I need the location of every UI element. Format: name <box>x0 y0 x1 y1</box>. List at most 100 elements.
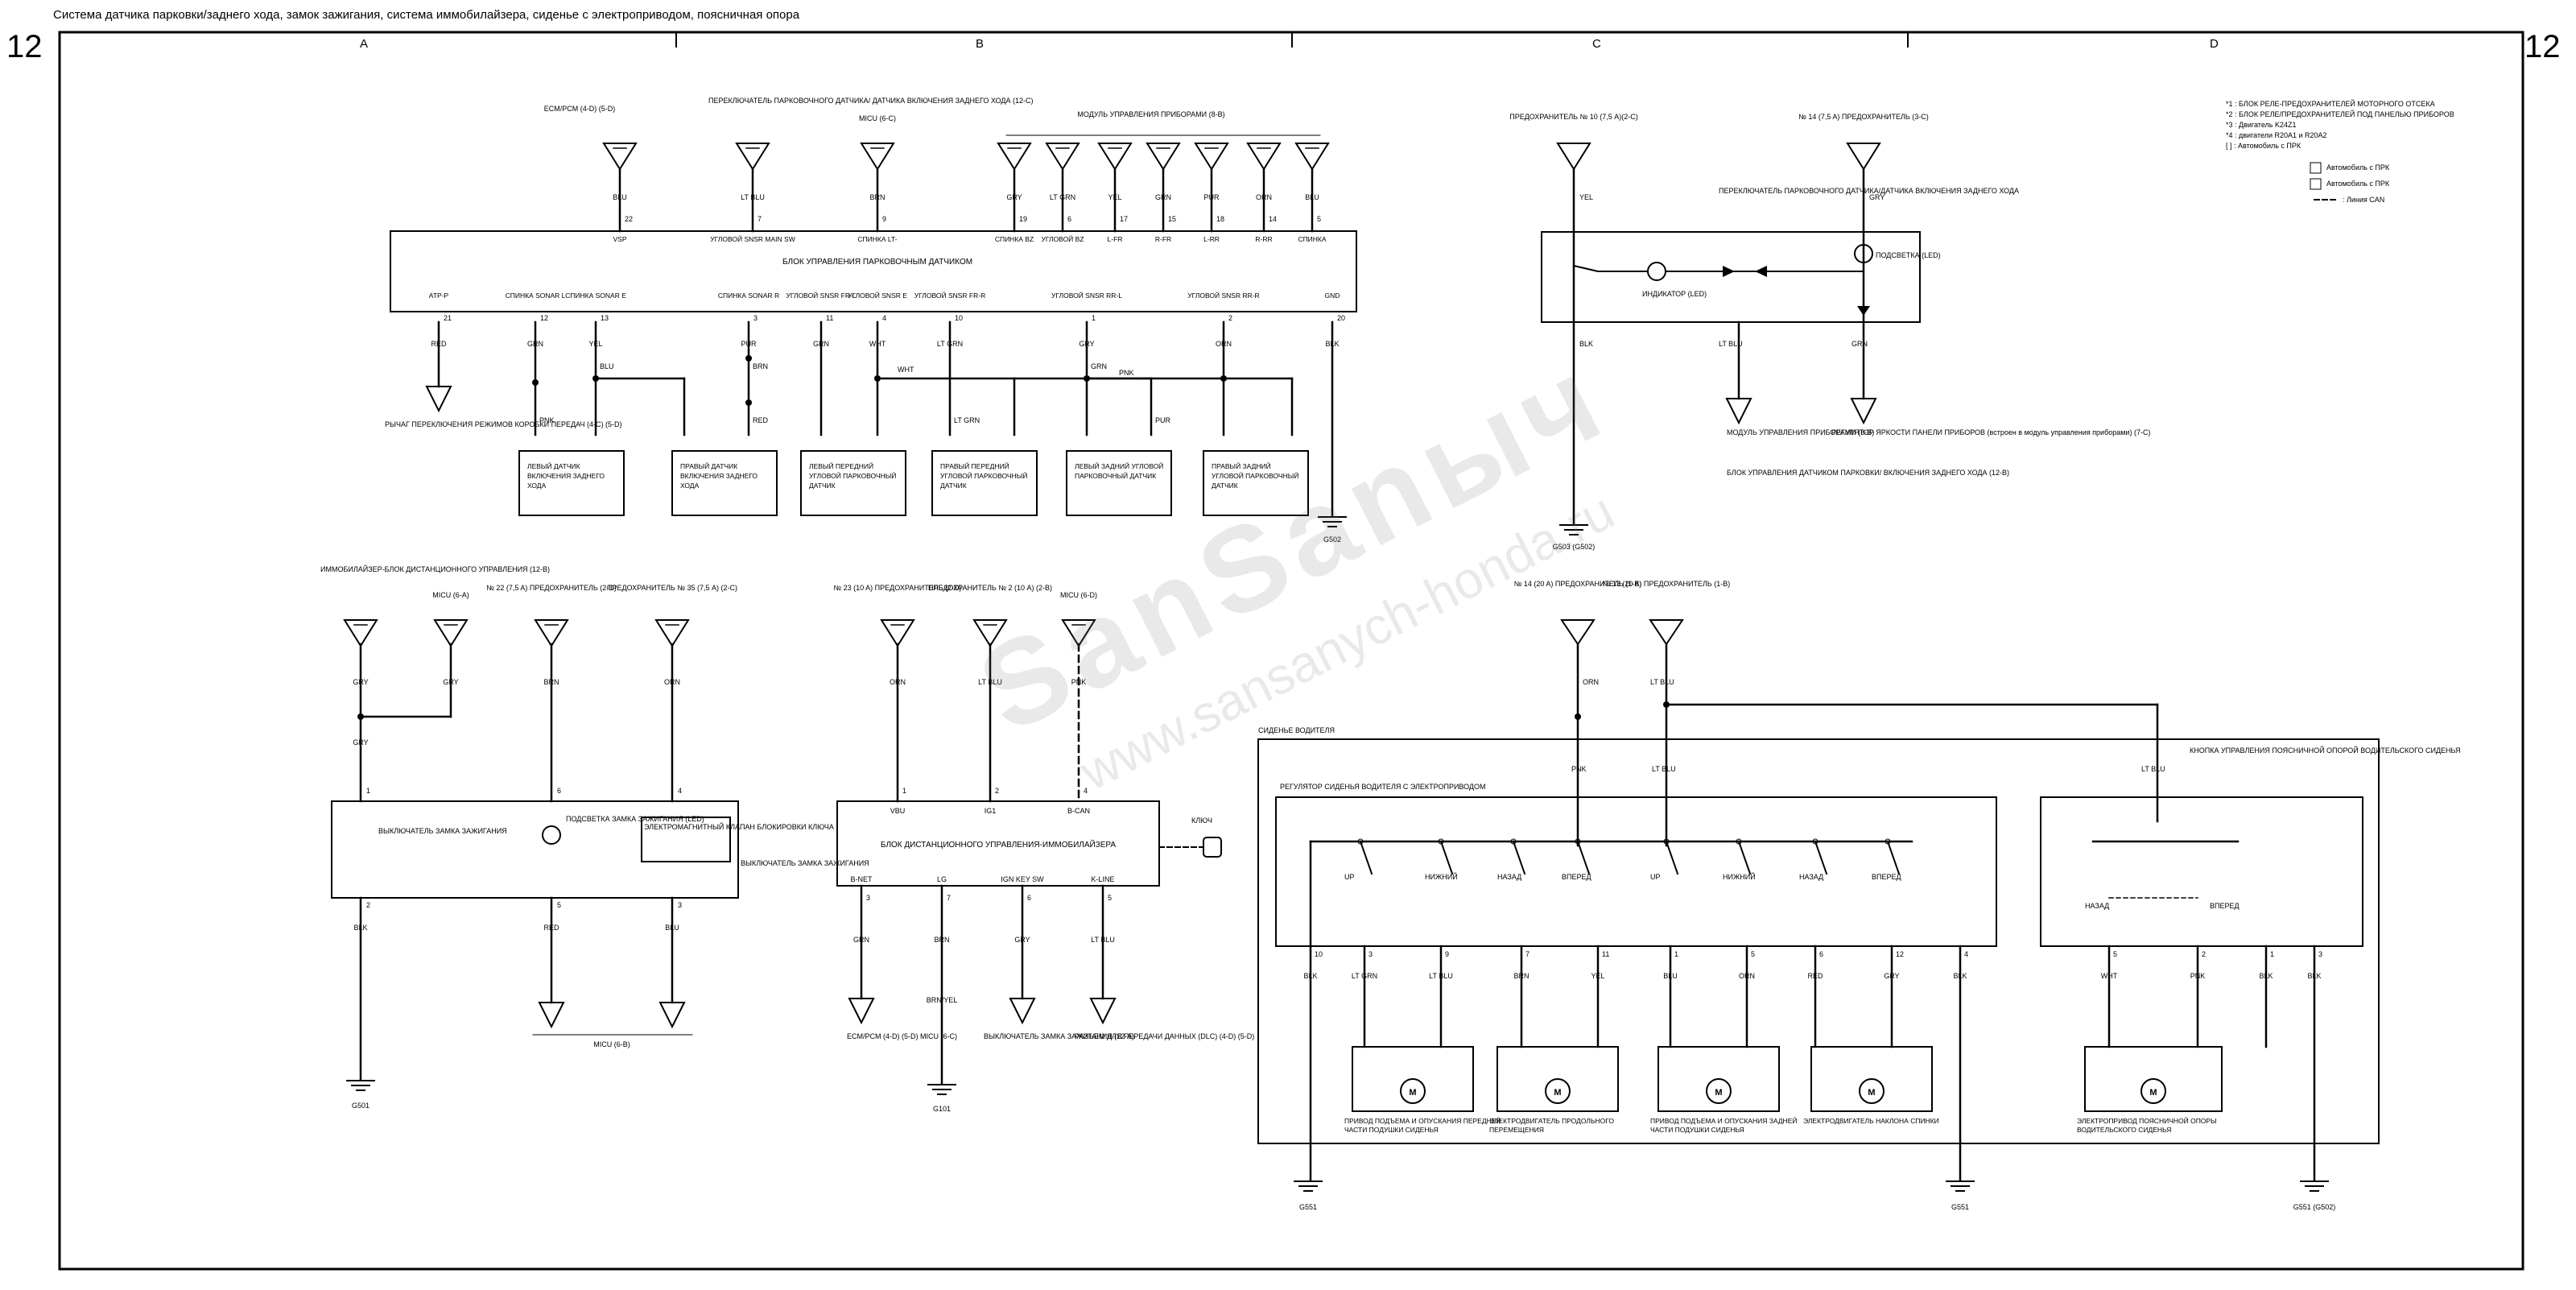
shifter-label: РЫЧАГ ПЕРЕКЛЮЧЕНИЯ РЕЖИМОВ КОРОБКИ ПЕРЕД… <box>385 420 621 428</box>
imm-src-fuse23: № 23 (10 A) ПРЕДОХРАНИТЕЛЬ (2-D) <box>833 584 961 592</box>
motor-icon-0 <box>1400 1078 1426 1104</box>
top-pin-7: 18 <box>1216 215 1224 223</box>
seat-wire-color-2: LT BLU <box>1429 972 1453 980</box>
sensor-label-0-2: ХОДА <box>527 482 547 490</box>
zone-dividers <box>675 31 1909 48</box>
lumbar-pin-1: 2 <box>2202 950 2206 958</box>
ign-pin-4: 5 <box>557 901 561 909</box>
top-connector-7 <box>1194 143 1229 171</box>
seat-wire-pin-4: 11 <box>1602 950 1609 958</box>
imm-top-term-0: VBU <box>890 807 906 815</box>
ground-g551-a: G551 <box>1299 1203 1317 1211</box>
zone-label-c: C <box>1592 37 1601 51</box>
ground-g551-c: G551 (G502) <box>2293 1203 2336 1211</box>
sensor-wire-color-8: PNK <box>1119 369 1134 377</box>
motor-icon-3 <box>1859 1078 1885 1104</box>
ignition-switch-box <box>331 800 739 899</box>
switch-out-dimmer: РЕГУЛЯТОР ЯРКОСТИ ПАНЕЛИ ПРИБОРОВ (встро… <box>1831 428 2150 436</box>
fuse-10-label: ПРЕДОХРАНИТЕЛЬ № 10 (7,5 A)(2-C) <box>1509 113 1638 121</box>
seat-feed-pnk: PNK <box>1571 765 1587 773</box>
seat-switch-5 <box>1737 840 1752 875</box>
sensor-label-1-1: ВКЛЮЧЕНИЯ ЗАДНЕГО <box>680 472 758 480</box>
top-connector-0 <box>602 143 638 171</box>
motor-label-4-1: ВОДИТЕЛЬСКОГО СИДЕНЬЯ <box>2077 1126 2171 1134</box>
backlight-led-icon <box>1854 244 1873 263</box>
legend-note-5: [ ] : Автомобиль с ПРК <box>2226 142 2301 150</box>
bottom-term-7: УГЛОВОЙ SNSR RR-L <box>1051 291 1122 300</box>
top-term-0: VSP <box>613 235 626 243</box>
bottom-pin-7: 1 <box>1092 314 1096 322</box>
seat-wire-pin-6: 5 <box>1751 950 1755 958</box>
seat-wire-color-8: GRY <box>1884 972 1899 980</box>
parking-switch-title: ПЕРЕКЛЮЧАТЕЛЬ ПАРКОВОЧНОГО ДАТЧИКА/ДАТЧИ… <box>1719 187 2019 195</box>
legend-note-3: *3 : Двигатель K24Z1 <box>2226 121 2297 129</box>
motor-label-2-0: ПРИВОД ПОДЪЕМА И ОПУСКАНИЯ ЗАДНЕЙ <box>1650 1116 1797 1125</box>
sw-color-grn: GRN <box>1852 340 1868 348</box>
imm-connector-0 <box>880 619 915 647</box>
seat-feed-ltblu2: LT BLU <box>1652 765 1676 773</box>
bottom-pin-3: 3 <box>753 314 758 322</box>
src-micu: MICU (6-C) <box>859 114 896 122</box>
seat-switch-label-5: НИЖНИЙ <box>1723 872 1756 881</box>
sensor-box-3 <box>931 450 1038 516</box>
ground-g503: G503 (G502) <box>1553 543 1596 551</box>
ign-pin-5: 3 <box>678 901 682 909</box>
ign-color-6: RED <box>543 924 559 932</box>
sensor-label-3-2: ДАТЧИК <box>940 482 967 490</box>
imm-bottom-term-1: LG <box>937 875 947 883</box>
top-pin-8: 14 <box>1269 215 1277 223</box>
seat-motor-box-4 <box>2084 1046 2223 1112</box>
seat-switch-7 <box>1886 840 1901 875</box>
ign-connector-2 <box>534 619 569 647</box>
seat-switch-1 <box>1439 840 1454 875</box>
imm-bottom-pin-3: 5 <box>1108 894 1112 902</box>
legend-can-line: : Линия CAN <box>2343 196 2384 204</box>
g502-ground <box>1318 516 1347 527</box>
seat-regulator-title: РЕГУЛЯТОР СИДЕНЬЯ ВОДИТЕЛЯ С ЭЛЕКТРОПРИВ… <box>1280 783 1486 791</box>
top-wire-color-1: LT BLU <box>741 193 765 201</box>
ground-g501: G501 <box>352 1102 369 1110</box>
seat-regulator-box <box>1275 796 1997 947</box>
bottom-term-5: УГЛОВОЙ SNSR E <box>848 291 907 300</box>
top-term-2: СПИНКА LT- <box>857 235 897 243</box>
ign-pin-2: 4 <box>678 787 682 795</box>
seat-switch-label-3: ВПЕРЕД <box>1562 873 1591 881</box>
top-connector-3 <box>997 143 1032 171</box>
motor-label-1-0: ЭЛЕКТРОДВИГАТЕЛЬ ПРОДОЛЬНОГО <box>1489 1117 1614 1125</box>
motor-mark-2: M <box>1715 1088 1722 1098</box>
sensor-label-4-1: ПАРКОВОЧНЫЙ ДАТЧИК <box>1075 471 1156 480</box>
top-connector-6 <box>1146 143 1181 171</box>
zone-label-d: D <box>2210 37 2219 51</box>
top-wire-color-9: BLU <box>1305 193 1319 201</box>
bottom-term-0: ATP-P <box>429 291 449 300</box>
bottom-pin-1: 12 <box>540 314 548 322</box>
ign-connector-0 <box>343 619 378 647</box>
top-pin-9: 5 <box>1317 215 1321 223</box>
page-title: Система датчика парковки/заднего хода, з… <box>53 8 800 22</box>
shifter-connector <box>425 386 452 413</box>
top-pin-6: 15 <box>1168 215 1176 223</box>
bottom-pin-6: 10 <box>955 314 963 322</box>
sensor-label-2-1: УГЛОВОЙ ПАРКОВОЧНЫЙ <box>809 471 896 480</box>
connector-triangles <box>602 143 1330 171</box>
imm-unit-title: БЛОК ДИСТАНЦИОННОГО УПРАВЛЕНИЯ-ИММОБИЛАЙ… <box>881 839 1116 850</box>
bottom-term-6: УГЛОВОЙ SNSR FR-R <box>914 291 985 300</box>
sensor-label-5-1: УГЛОВОЙ ПАРКОВОЧНЫЙ <box>1212 471 1298 480</box>
sensor-wire-color-6: GRN <box>1091 362 1107 370</box>
sw-color-gry: GRY <box>1869 193 1885 201</box>
sensor-label-0-1: ВКЛЮЧЕНИЯ ЗАДНЕГО <box>527 472 605 480</box>
lumbar-color-1: PNK <box>2190 972 2206 980</box>
bottom-term-3: СПИНКА SONAR R <box>718 291 779 300</box>
imm-color-2: PNK <box>1071 678 1087 686</box>
motor-label-2-1: ЧАСТИ ПОДУШКИ СИДЕНЬЯ <box>1650 1126 1744 1134</box>
imm-bottom-pin-1: 7 <box>947 894 951 902</box>
ign-color-2: BRN <box>543 678 559 686</box>
imm-top-pin-2: 4 <box>1084 787 1088 795</box>
parking-unit-title: БЛОК УПРАВЛЕНИЯ ПАРКОВОЧНЫМ ДАТЧИКОМ <box>782 258 972 267</box>
imm-bottom-term-0: B-NET <box>851 875 873 883</box>
ign-pin-0: 1 <box>366 787 370 795</box>
ign-micu-label: MICU (6-B) <box>593 1040 630 1048</box>
zone-label-a: A <box>360 37 369 51</box>
